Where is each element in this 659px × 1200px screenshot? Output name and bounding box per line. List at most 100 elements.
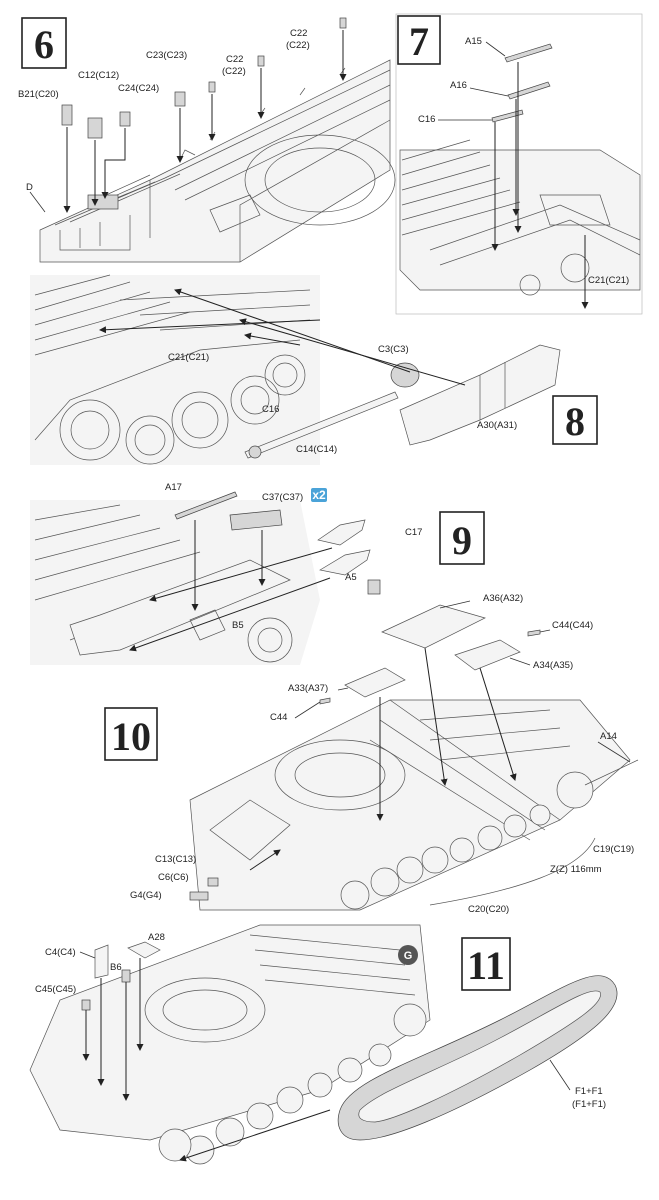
label-a34: A34(A35) [533, 660, 573, 671]
label-a33: A33(A37) [288, 683, 328, 694]
label-c13: C13(C13) [155, 854, 196, 865]
step-9-hull-drawing [30, 500, 320, 665]
label-c22b: C22 [290, 28, 307, 39]
part-a34 [454, 639, 521, 671]
label-a5: A5 [345, 572, 357, 583]
part-a36 [381, 604, 486, 649]
part-c44b [527, 629, 541, 637]
step-11-number-box [461, 937, 511, 991]
part-c12 [87, 117, 103, 139]
part-c22b [257, 55, 265, 67]
part-a15 [504, 43, 553, 63]
part-z-cable [429, 837, 596, 906]
label-c21-7: C21(C21) [588, 275, 629, 286]
part-c14 [244, 391, 399, 459]
label-f1b: (F1+F1) [572, 1099, 606, 1110]
label-c4: C4(C4) [45, 947, 76, 958]
part-b21 [61, 104, 73, 126]
part-c23 [174, 91, 186, 107]
step-9-number-box [439, 511, 485, 565]
label-c24: C24(C24) [118, 83, 159, 94]
step-7-number-box [397, 15, 441, 65]
part-c4 [94, 944, 109, 979]
step-9: 9 A17 C37(C37) x2 C17 A5 B5 [30, 482, 485, 665]
step-9-number: 9 [452, 518, 472, 563]
label-c44: C44 [270, 712, 287, 723]
label-c37: C37(C37) [262, 492, 303, 503]
part-a28 [127, 941, 161, 959]
part-c45 [81, 999, 91, 1011]
part-a16 [507, 81, 551, 100]
label-c23: C23(C23) [146, 50, 187, 61]
label-c21-8: C21(C21) [168, 352, 209, 363]
label-a30: A30(A31) [477, 420, 517, 431]
label-a28: A28 [148, 932, 165, 943]
step-11-number: 11 [467, 943, 505, 988]
label-a15: A15 [465, 36, 482, 47]
part-c17b [319, 549, 371, 576]
label-c22b2: (C22) [286, 40, 310, 51]
step-6-number-box [21, 17, 67, 69]
step-6: 6 B21(C20) C12(C12) C23(C23) C24(C24) C2… [18, 17, 396, 263]
part-b6 [121, 969, 131, 983]
label-a17: A17 [165, 482, 182, 493]
part-a5 [367, 579, 381, 595]
part-c22a [208, 81, 216, 93]
step-7-hull-drawing [399, 139, 641, 296]
label-a16: A16 [450, 80, 467, 91]
label-c44b: C44(C44) [552, 620, 593, 631]
label-c17: C17 [405, 527, 422, 538]
label-b6: B6 [110, 962, 122, 973]
step-11-g-badge-text: G [404, 950, 413, 962]
label-c3: C3(C3) [378, 344, 409, 355]
step-6-hull-drawing [39, 59, 396, 263]
step-8-number: 8 [565, 399, 585, 444]
part-c3 [390, 362, 420, 388]
label-g4: G4(G4) [130, 890, 162, 901]
step-10: 10 A36(A32) C44(C44) A34(A35) A33(A37) C… [104, 593, 639, 915]
part-c24 [119, 111, 131, 127]
label-f1: F1+F1 [575, 1086, 603, 1097]
label-c6: C6(C6) [158, 872, 189, 883]
label-c16: C16 [418, 114, 435, 125]
label-c16-8: C16 [262, 404, 279, 415]
step-8-number-box [552, 395, 598, 445]
step-10-number: 10 [111, 714, 151, 759]
part-g4 [189, 891, 209, 901]
step-7-box [395, 13, 643, 315]
label-a14: A14 [600, 731, 617, 742]
part-a14 [584, 759, 639, 786]
x2-badge [311, 488, 327, 502]
part-c22c [339, 17, 347, 29]
step-8-hull-drawing [30, 274, 320, 465]
label-c45: C45(C45) [35, 984, 76, 995]
step-7: 7 A15 A16 C16 C21(C21) [395, 13, 643, 315]
label-c20: C20(C20) [468, 904, 509, 915]
label-c22a: C22 [226, 54, 243, 65]
step-11: 11 G C4(C4) A28 B6 C45(C45) F1+F1 (F1+F1… [29, 924, 618, 1165]
label-z: Z(Z) 116mm [550, 864, 602, 875]
label-a36: A36(A32) [483, 593, 523, 604]
step-6-number: 6 [34, 22, 54, 67]
label-b5: B5 [232, 620, 244, 631]
step-10-hull-drawing [189, 699, 631, 911]
label-b21: B21(C20) [18, 89, 59, 100]
part-c16 [491, 109, 524, 123]
step-11-g-badge [398, 945, 418, 965]
step-10-number-box [104, 707, 158, 761]
part-a33 [344, 667, 406, 698]
x2-badge-text: x2 [312, 488, 326, 502]
label-c19: C19(C19) [593, 844, 634, 855]
step-7-number: 7 [409, 19, 429, 64]
label-d: D [26, 182, 33, 193]
label-c14: C14(C14) [296, 444, 337, 455]
part-c17 [317, 519, 366, 546]
part-a17 [174, 491, 238, 520]
part-c44 [319, 697, 331, 705]
part-c37 [229, 509, 283, 531]
label-c12: C12(C12) [78, 70, 119, 81]
part-c6 [207, 877, 219, 887]
label-c22a2: (C22) [222, 66, 246, 77]
step-8: 8 C21(C21) C16 C3(C3) C14(C14) A30(A31) [30, 274, 598, 465]
